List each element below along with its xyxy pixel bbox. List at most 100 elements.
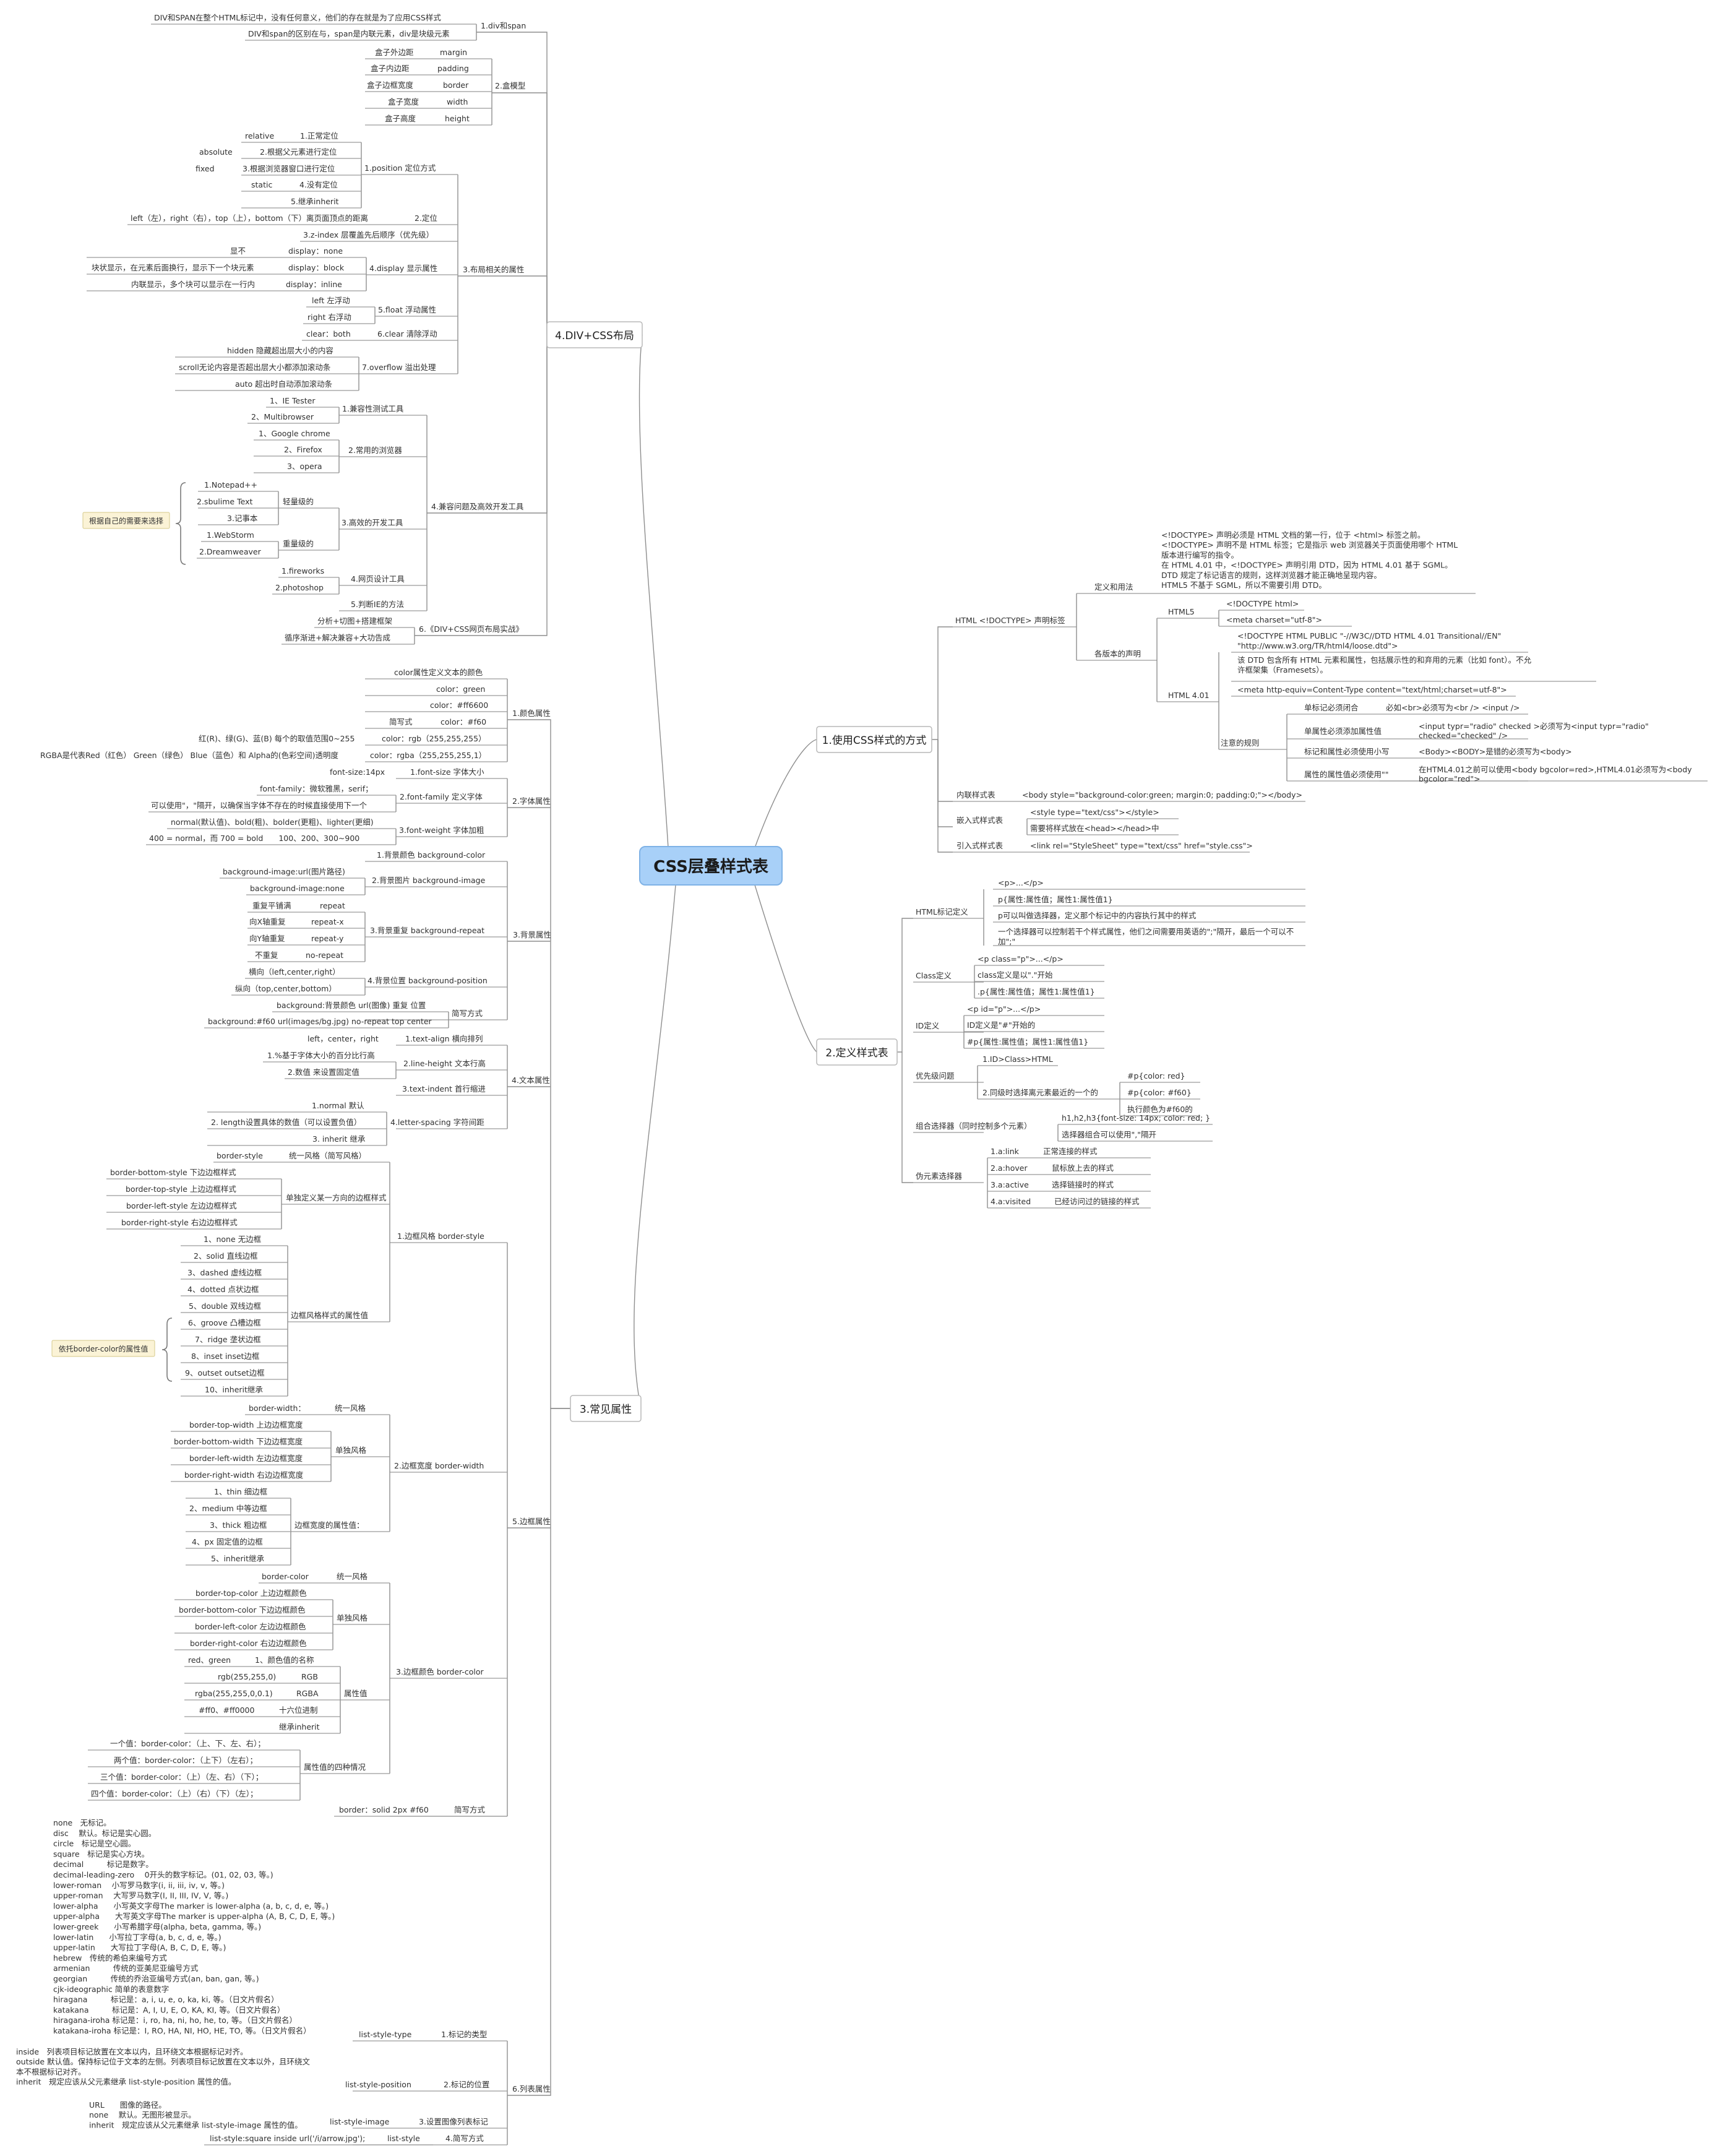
text-line: 三个值：border-color：（上）（左、右）（下）；: [100, 1772, 263, 1782]
text-line: 3、dashed 虚线边框: [187, 1268, 262, 1277]
text-line: <!DOCTYPE html>: [1226, 599, 1299, 608]
text-line: 重量级的: [283, 539, 314, 548]
topic-html-tag: HTML标记定义: [916, 907, 968, 916]
subtopic-position: 1.position 定位方式: [364, 163, 436, 173]
text-line: list-style: [387, 2134, 420, 2143]
text-line: 1、Google chrome: [259, 429, 330, 438]
text-line: 2.a:hover: [991, 1163, 1028, 1173]
text-line: 1、none 无边框: [204, 1235, 262, 1244]
text-line: 1.Notepad++: [204, 480, 257, 489]
note-rule-value: 在HTML4.01之前可以使用<body bgcolor=red>,HTML4.…: [1419, 765, 1692, 774]
html-tag-line: <p>...</p>: [998, 878, 1044, 887]
text-line: 边框宽度的属性值：: [294, 1520, 364, 1530]
text-line: border-left-style 左边边框样式: [126, 1201, 237, 1210]
text-line: 9、outset outset边框: [185, 1368, 265, 1378]
text-line: 3.根据浏览器窗口进行定位: [243, 164, 335, 173]
brace-dev-tools: [175, 482, 186, 565]
html-tag-lines: <p>...</p>p{属性:属性值；属性1:属性值1}p可以叫做选择器，定义那…: [998, 878, 1294, 946]
text-line: 1.ID>Class>HTML: [982, 1054, 1053, 1064]
text-line: 两个值：border-color：（上下）（左右）；: [114, 1756, 257, 1765]
central-topic[interactable]: CSS层叠样式表: [639, 846, 783, 886]
svg-text:根据自己的需要来选择: 根据自己的需要来选择: [89, 516, 163, 525]
note-rule-value: bgcolor="red">: [1419, 774, 1481, 783]
text-line: 6、groove 凸槽边框: [188, 1318, 261, 1327]
text-line: color：rgba（255,255,255,1）: [370, 751, 486, 760]
subtopic-zindex: 3.z-index 层覆盖先后顺序（优先级）: [303, 230, 434, 239]
list-image-lines: URL 图像的路径。none 默认。无图形被显示。inherit 规定应该从父元…: [89, 2100, 303, 2129]
text-line: border-style: [217, 1151, 263, 1160]
subtopic-design-tools: 4.网页设计工具: [351, 574, 405, 584]
doctype-definition-line: 版本进行编写的指令。: [1161, 550, 1239, 559]
doctype-definition-line: DTD 规定了标记语言的规则，这样浏览器才能正确地呈现内容。: [1161, 571, 1382, 580]
list-type-line: lower-roman 小写罗马数字(i, ii, iii, iv, v, 等。…: [53, 1881, 225, 1890]
subtopic-list-image: 3.设置图像列表标记: [419, 2117, 488, 2126]
text-line: 盒子宽度: [388, 97, 419, 106]
text-line: 一个值：border-color：（上、下、左、右）；: [110, 1739, 265, 1748]
text-line: 可以使用"，"隔开，以确保当字体不存在的时候直接使用下一个: [151, 801, 368, 810]
topic-list: 6.列表属性: [512, 2084, 551, 2093]
text-line: 盒子高度: [385, 114, 416, 123]
list-type-line: upper-latin 大写拉丁字母(A, B, C, D, E, 等。): [53, 1943, 226, 1952]
note-border-color-dependency: 依托border-color的属性值: [51, 1340, 155, 1357]
text-line: 2.Dreamweaver: [199, 547, 262, 556]
text-line: absolute: [199, 147, 233, 157]
text-line: background-image:none: [250, 884, 345, 893]
link: [901, 1052, 913, 1183]
list-image-line: URL 图像的路径。: [89, 2100, 166, 2110]
text-line: <style type="text/css"></style>: [1030, 808, 1159, 817]
list-position-lines: inside 列表项目标记放置在文本以内，且环绕文本根据标记对齐。outside…: [16, 2047, 311, 2087]
branch-usage[interactable]: 1.使用CSS样式的方式: [816, 726, 932, 753]
svg-text:3.常见属性: 3.常见属性: [580, 1404, 632, 1416]
text-line: <body style="background-color:green; mar…: [1022, 790, 1302, 800]
notes-lines: 单标记必须闭合必如<br>必须写为<br /> <input />单属性必须添加…: [1304, 703, 1692, 783]
text-line: ID定义是"#"开始的: [967, 1020, 1035, 1030]
branch-define[interactable]: 2.定义样式表: [816, 1038, 898, 1066]
list-type-line: upper-alpha 大写英文字母The marker is upper-al…: [53, 1912, 335, 1921]
text-line: fixed: [196, 164, 215, 173]
text-line: border-left-width 左边边框宽度: [189, 1454, 303, 1463]
list-type-line: katakana 标记是：A, I, U, E, O, KA, KI, 等。（日…: [53, 2005, 285, 2014]
branch-common-properties[interactable]: 3.常见属性: [570, 1395, 642, 1422]
curve-div-css: [638, 334, 669, 848]
text-line: 向Y轴重复: [249, 934, 285, 943]
text-line: 5、double 双线边框: [189, 1301, 262, 1311]
text-line: RGBA是代表Red（红色） Green（绿色） Blue（蓝色）和 Alpha…: [40, 751, 338, 760]
list-type-line: decimal 标记是数字。: [53, 1860, 153, 1869]
topic-group: 组合选择器（同时控制多个元素）: [916, 1121, 1032, 1131]
text-line: 简写式: [389, 717, 413, 727]
text-line: color：green: [436, 684, 485, 694]
text-line: background:#f60 url(images/bg.jpg) no-re…: [208, 1017, 432, 1026]
text-line: color：#f60: [441, 717, 486, 727]
list-type-line: georgian 传统的乔治亚编号方式(an, ban, gan, 等。): [53, 1974, 259, 1983]
text-line: 单独风格: [335, 1446, 367, 1455]
text-line: 3. inherit 继承: [312, 1134, 366, 1144]
topic-color: 1.颜色属性: [512, 709, 551, 718]
topic-box-model: 2.盒模型: [495, 81, 525, 90]
text-line: 400 = normal，而 700 = bold 100、200、300~90…: [149, 834, 359, 843]
svg-text:4.DIV+CSS布局: 4.DIV+CSS布局: [555, 330, 634, 342]
text-line: 边框风格样式的属性值: [291, 1311, 368, 1320]
text-line: 已经访问过的链接的样式: [1054, 1197, 1140, 1206]
text-line: font-size:14px: [330, 767, 385, 777]
subtopic-notes: 注意的规则: [1221, 738, 1260, 748]
subtopic-letter-spacing: 4.letter-spacing 字符间距: [390, 1118, 484, 1127]
text-line: 7、ridge 垄状边框: [195, 1335, 261, 1344]
text-line: display：block: [288, 263, 345, 272]
text-line: 3、thick 粗边框: [210, 1520, 267, 1530]
subtopic-definition: 定义和用法: [1094, 582, 1133, 592]
list-image-line: inherit 规定应该从父元素继承 list-style-image 属性的值…: [89, 2120, 303, 2129]
subtopic-bg-color: 1.背景颜色 background-color: [377, 850, 486, 860]
text-line: 盒子内边距: [371, 64, 410, 73]
subtopic-font-weight: 3.font-weight 字体加粗: [399, 826, 484, 835]
topic-id: ID定义: [916, 1021, 940, 1030]
topic-compat: 4.兼容问题及高效开发工具: [431, 502, 524, 511]
subtopic-bg-image: 2.背景图片 background-image: [372, 876, 486, 885]
subtopic-test-tools: 1.兼容性测试工具: [342, 404, 404, 413]
list-type-line: hiragana-iroha 标记是：i, ro, ha, ni, ho, he…: [53, 2016, 297, 2025]
text-line: 3.记事本: [227, 514, 258, 523]
branch-div-css-layout[interactable]: 4.DIV+CSS布局: [546, 321, 643, 348]
topic-background: 3.背景属性: [513, 930, 551, 939]
text-line: 1.正常定位: [300, 131, 338, 140]
text-line: 4.没有定位: [299, 180, 338, 189]
text-line: border: [443, 80, 469, 90]
